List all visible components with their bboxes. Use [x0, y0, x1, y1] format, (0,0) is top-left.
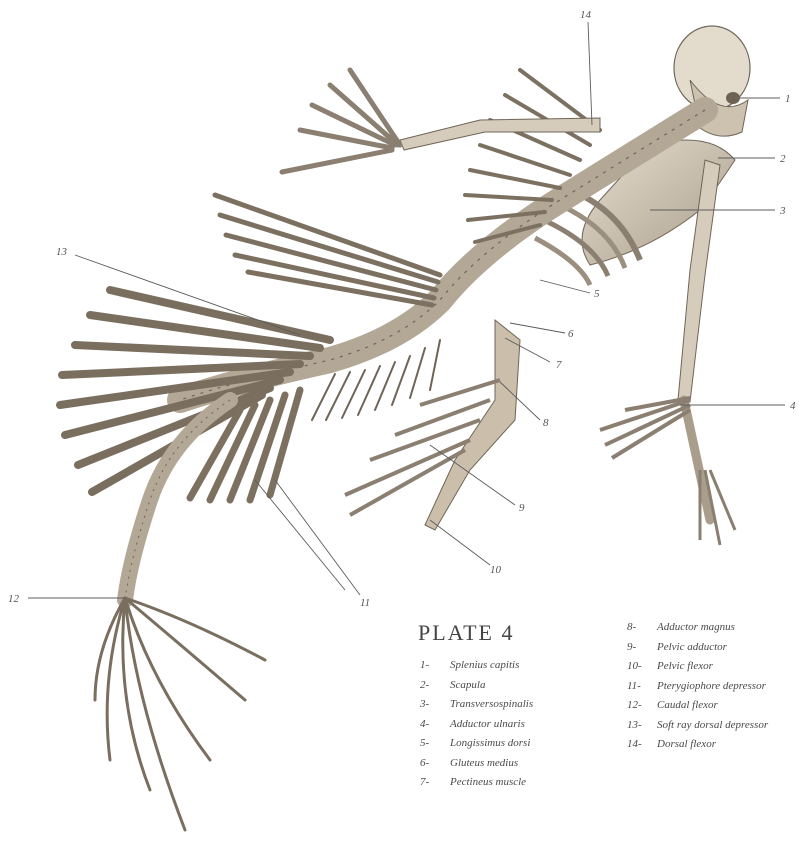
- legend-number: 9-: [627, 638, 657, 658]
- legend-number: 4-: [420, 715, 450, 735]
- legend-number: 5-: [420, 734, 450, 754]
- legend-item: 6-Gluteus medius: [420, 754, 533, 774]
- callout-7: 7: [556, 359, 562, 371]
- legend-label: Pectineus muscle: [450, 773, 526, 793]
- legend-right-column: 8-Adductor magnus 9-Pelvic adductor 10-P…: [627, 618, 768, 755]
- legend-item: 8-Adductor magnus: [627, 618, 768, 638]
- callout-numbers: 1 2 3 4 5 6 7 8 9 10 11 12 13 14: [8, 9, 796, 609]
- callout-2: 2: [780, 153, 786, 165]
- legend-number: 12-: [627, 696, 657, 716]
- legend-left-column: 1-Splenius capitis 2-Scapula 3-Transvers…: [420, 656, 533, 793]
- tail-fluke: [95, 598, 265, 830]
- legend-item: 4-Adductor ulnaris: [420, 715, 533, 735]
- legend-label: Adductor ulnaris: [450, 715, 525, 735]
- legend-item: 2-Scapula: [420, 676, 533, 696]
- plate-title: PLATE 4: [418, 620, 515, 646]
- legend-number: 8-: [627, 618, 657, 638]
- legend-number: 13-: [627, 716, 657, 736]
- callout-13: 13: [56, 246, 68, 258]
- legend-label: Longissimus dorsi: [450, 734, 530, 754]
- legend-number: 6-: [420, 754, 450, 774]
- legend-number: 1-: [420, 656, 450, 676]
- legend-item: 10-Pelvic flexor: [627, 657, 768, 677]
- upper-fin: [215, 195, 440, 305]
- tail-column: [125, 400, 230, 600]
- legend-number: 14-: [627, 735, 657, 755]
- legend-number: 10-: [627, 657, 657, 677]
- callout-5: 5: [594, 288, 600, 300]
- legend-label: Transversospinalis: [450, 695, 533, 715]
- legend-number: 7-: [420, 773, 450, 793]
- callout-10: 10: [490, 564, 502, 576]
- legend-label: Pelvic flexor: [657, 657, 713, 677]
- callout-3: 3: [779, 205, 786, 217]
- legend-label: Gluteus medius: [450, 754, 518, 774]
- legend-item: 7-Pectineus muscle: [420, 773, 533, 793]
- callout-14: 14: [580, 9, 592, 21]
- legend-item: 14-Dorsal flexor: [627, 735, 768, 755]
- legend-label: Pterygiophore depressor: [657, 677, 766, 697]
- legend-label: Caudal flexor: [657, 696, 718, 716]
- legend-label: Soft ray dorsal depressor: [657, 716, 768, 736]
- legend-label: Dorsal flexor: [657, 735, 716, 755]
- legend-item: 3-Transversospinalis: [420, 695, 533, 715]
- legend-item: 9-Pelvic adductor: [627, 638, 768, 658]
- legend-item: 1-Splenius capitis: [420, 656, 533, 676]
- legend-label: Adductor magnus: [657, 618, 735, 638]
- callout-4: 4: [790, 400, 796, 412]
- raised-arm: [282, 70, 600, 172]
- callout-1: 1: [785, 93, 791, 105]
- legend-item: 12-Caudal flexor: [627, 696, 768, 716]
- callout-6: 6: [568, 328, 574, 340]
- legend-label: Scapula: [450, 676, 485, 696]
- callout-9: 9: [519, 502, 525, 514]
- legend-number: 3-: [420, 695, 450, 715]
- legend-item: 13-Soft ray dorsal depressor: [627, 716, 768, 736]
- callout-11: 11: [360, 597, 370, 609]
- callout-8: 8: [543, 417, 549, 429]
- legend-item: 5-Longissimus dorsi: [420, 734, 533, 754]
- legend-item: 11-Pterygiophore depressor: [627, 677, 768, 697]
- callout-12: 12: [8, 593, 20, 605]
- legend-number: 11-: [627, 677, 657, 697]
- legend-label: Pelvic adductor: [657, 638, 727, 658]
- legend-label: Splenius capitis: [450, 656, 519, 676]
- legend-number: 2-: [420, 676, 450, 696]
